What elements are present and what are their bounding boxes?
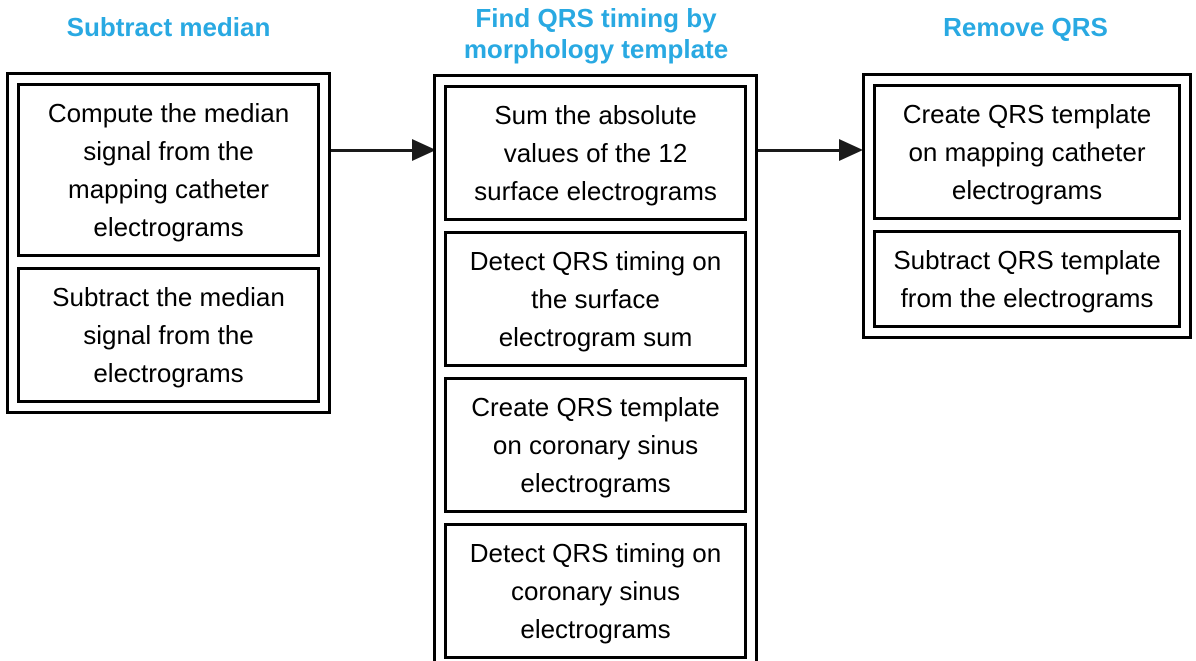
step-box-compute-median: Compute the median signal from the mappi… — [17, 83, 320, 257]
step-box-create-qrs-template-mapping: Create QRS template on mapping catheter … — [873, 84, 1181, 220]
arrow-head-icon — [839, 139, 863, 161]
stage-group-remove-qrs: Create QRS template on mapping catheter … — [862, 73, 1192, 339]
stage-title-remove-qrs: Remove QRS — [943, 12, 1108, 42]
step-box-detect-qrs-surface: Detect QRS timing on the surface electro… — [444, 231, 747, 367]
step-box-subtract-qrs-template: Subtract QRS template from the electrogr… — [873, 230, 1181, 328]
stage-group-find-qrs-timing: Sum the absolute values of the 12 surfac… — [433, 74, 758, 661]
arrow-head-icon — [412, 139, 436, 161]
arrow-line — [758, 149, 840, 152]
step-box-sum-absolute-values: Sum the absolute values of the 12 surfac… — [444, 85, 747, 221]
step-box-create-qrs-template-cs: Create QRS template on coronary sinus el… — [444, 377, 747, 513]
stage-title-find-qrs-timing: Find QRS timing by morphology template — [463, 3, 729, 64]
step-box-detect-qrs-cs: Detect QRS timing on coronary sinus elec… — [444, 523, 747, 659]
arrow-line — [331, 149, 413, 152]
step-box-subtract-median-signal: Subtract the median signal from the elec… — [17, 267, 320, 403]
stage-title-subtract-median: Subtract median — [66, 12, 271, 42]
stage-group-subtract-median: Compute the median signal from the mappi… — [6, 72, 331, 414]
